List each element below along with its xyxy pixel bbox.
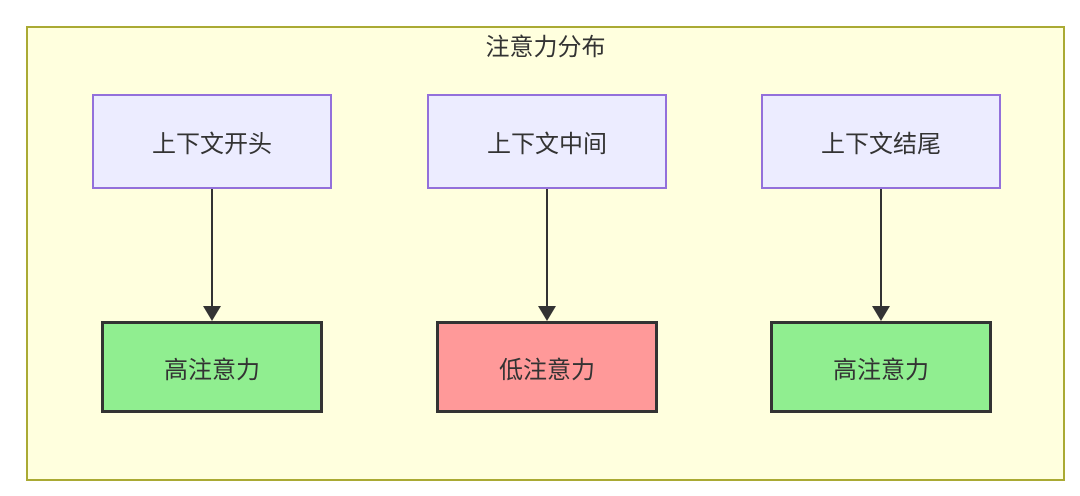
arrow-middle-to-low (537, 189, 557, 321)
arrow-line (880, 189, 882, 306)
arrow-end-to-high (871, 189, 891, 321)
arrow-head-icon (538, 306, 556, 321)
arrow-line (546, 189, 548, 306)
arrow-line (211, 189, 213, 306)
node-low-attention: 低注意力 (436, 321, 658, 413)
subgraph-title: 注意力分布 (485, 33, 606, 61)
node-context-end: 上下文结尾 (761, 94, 1001, 189)
node-context-start: 上下文开头 (92, 94, 332, 189)
node-high-attention-right: 高注意力 (770, 321, 992, 413)
arrow-head-icon (872, 306, 890, 321)
node-context-middle: 上下文中间 (427, 94, 667, 189)
node-high-attention-left: 高注意力 (101, 321, 323, 413)
subgraph-attention-distribution: 注意力分布 上下文开头 高注意力 上下文中间 低注意力 上下文结尾 高注意力 (26, 26, 1065, 481)
arrow-head-icon (203, 306, 221, 321)
arrow-start-to-high (202, 189, 222, 321)
